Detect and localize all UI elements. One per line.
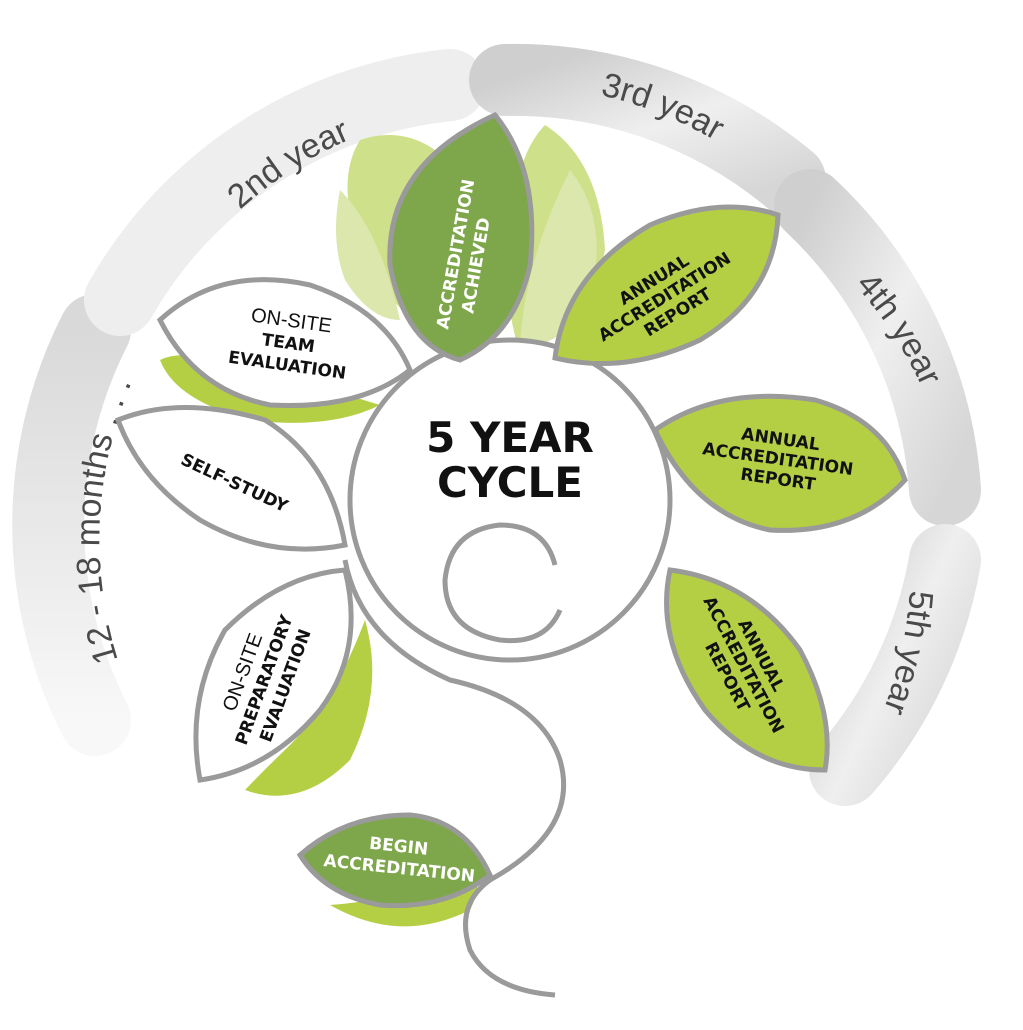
timeline-ring (12, 43, 981, 806)
ring-segment-year4 (774, 169, 981, 526)
ring-segment-months (12, 294, 131, 756)
petal-self-study: SELF-STUDY (114, 405, 348, 552)
center-title: 5 YEAR CYCLE (426, 413, 594, 507)
petal-preparatory-evaluation: ON-SITE PREPARATORY EVALUATION (193, 567, 354, 783)
ring-segment-year3 (469, 43, 826, 216)
petal-annual-report-2: ANNUAL ACCREDITATION REPORT (651, 393, 908, 533)
petal-begin-accreditation: BEGIN ACCREDITATION (296, 812, 494, 909)
vine-spiral (342, 337, 673, 998)
petal-annual-report-3: ANNUAL ACCREDITATION REPORT (664, 567, 830, 773)
center-title-line1: 5 YEAR (426, 413, 594, 462)
center-circle (347, 337, 673, 663)
ring-segment-year2 (84, 49, 486, 336)
petal-team-evaluation: ON-SITE TEAM EVALUATION (156, 277, 414, 409)
petal-annual-report-1: ANNUAL ACCREDITATION REPORT (552, 204, 781, 367)
center-title-line2: CYCLE (437, 458, 583, 507)
ring-segment-year5 (809, 524, 981, 806)
petal-accreditation-achieved: ACCREDITATION ACHIEVED (387, 111, 535, 363)
